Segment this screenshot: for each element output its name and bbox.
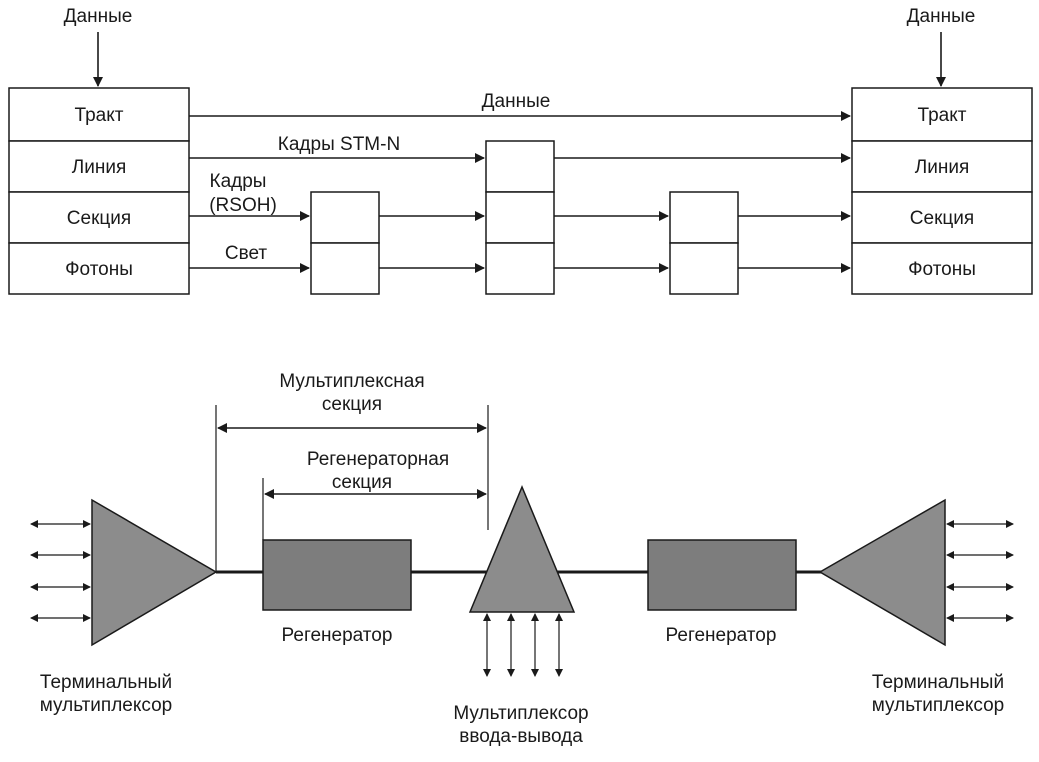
regen-section-label-2: секция [332,472,392,493]
section-flow-label-2: (RSOH) [209,195,277,216]
left-layer-line-label: Линия [72,157,126,178]
left-layer-section [8,191,190,244]
mux-section-label-2: секция [322,394,382,415]
left-layer-photon [8,242,190,295]
right-layer-section-label: Секция [910,208,974,229]
terminal-multiplexer-left [30,498,218,647]
right-layer-photon-label: Фотоны [908,259,976,280]
path-flow-label: Данные [482,91,551,112]
adm-shape [468,485,576,613]
regenerator-right-label: Регенератор [666,625,777,646]
mux-section-label-1: Мультиплексная [279,371,424,392]
output-data-label-right: Данные [907,6,976,27]
right-layer-path [851,87,1033,142]
right-layer-path-label: Тракт [918,105,967,126]
terminal-mux-right-label-1: Терминальный [872,672,1004,693]
adm-node [485,140,555,295]
regenerator-left-label: Регенератор [282,625,393,646]
regenerator-left [262,539,412,611]
right-layer-stack: Тракт Линия Секция Фотоны [851,87,1033,295]
terminal-mux-left-label-1: Терминальный [40,672,172,693]
left-layer-path-label: Тракт [75,105,124,126]
terminal-mux-right-label-2: мультиплексор [872,695,1005,716]
photon-flow-label: Свет [225,243,268,264]
terminal-mux-right-shape [818,498,946,647]
left-layer-line [8,140,190,193]
regen-section-label-1: Регенераторная [307,449,449,470]
terminal-mux-left-label-2: мультиплексор [40,695,173,716]
right-layer-photon [851,242,1033,295]
regenerator-node-1 [310,191,380,295]
regenerator-node-2 [669,191,739,295]
terminal-multiplexer-right [818,498,1014,647]
adm-label-2: ввода-вывода [459,726,583,747]
right-layer-line [851,140,1033,193]
section-flow-label-1: Кадры [210,171,267,192]
left-layer-path [8,87,190,142]
right-layer-section [851,191,1033,244]
terminal-mux-left-shape [91,498,218,647]
left-layer-section-label: Секция [67,208,131,229]
add-drop-multiplexer [468,485,576,677]
line-flow-label: Кадры STM-N [278,134,400,155]
left-layer-stack: Тракт Линия Секция Фотоны [8,87,190,295]
regenerator-right [647,539,797,611]
left-layer-photon-label: Фотоны [65,259,133,280]
adm-label-1: Мультиплексор [453,703,588,724]
input-data-label-left: Данные [64,6,133,27]
right-layer-line-label: Линия [915,157,969,178]
